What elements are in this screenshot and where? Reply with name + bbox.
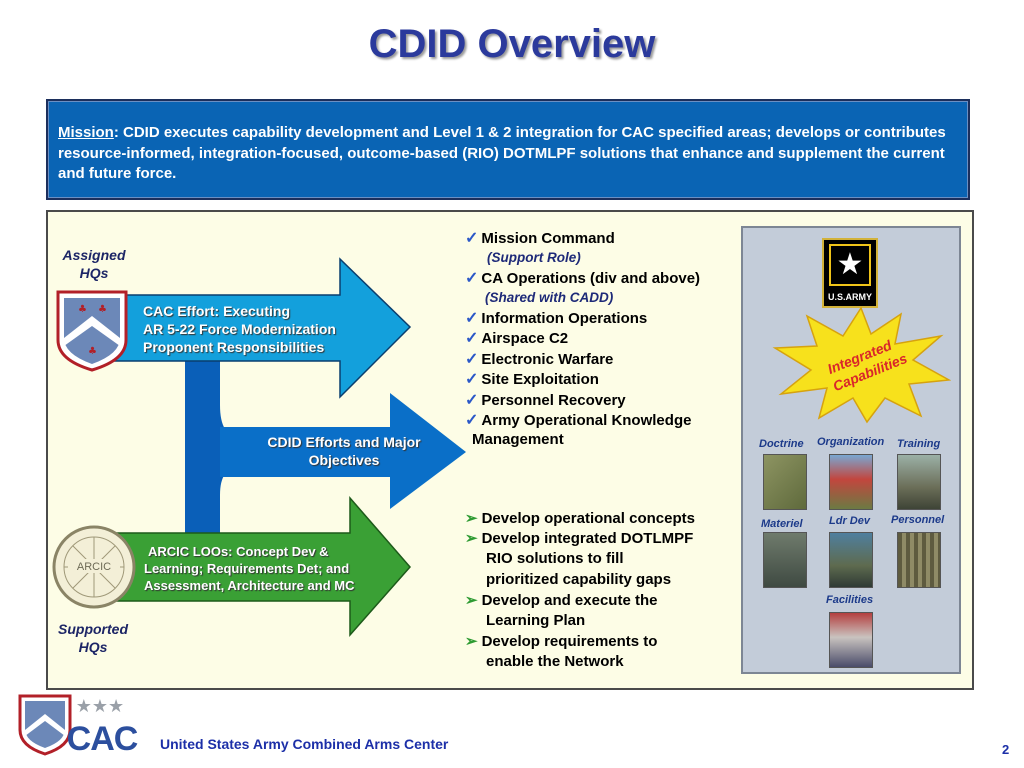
checkmark-icon: ✓ bbox=[465, 371, 479, 388]
three-stars-icon: ★★★ bbox=[76, 696, 124, 717]
list-item: ✓Personnel Recovery bbox=[465, 392, 626, 409]
list-item: ✓Information Operations bbox=[465, 310, 648, 327]
footer-organization: United States Army Combined Arms Center bbox=[160, 736, 449, 752]
us-army-logo: ★ U.S.ARMY bbox=[822, 238, 878, 308]
cac-footer-logo: ★★★ CAC bbox=[18, 694, 139, 758]
materiel-label: Materiel bbox=[761, 518, 803, 530]
integrated-capabilities-burst: Integrated Capabilities bbox=[772, 306, 951, 424]
cdid-efforts-text: CDID Efforts and Major Objectives bbox=[244, 433, 444, 469]
supported-label-line1: Supported bbox=[58, 621, 128, 637]
army-logo-text: U.S.ARMY bbox=[827, 292, 872, 302]
cac-line1: CAC Effort: Executing bbox=[143, 303, 290, 319]
personnel-label: Personnel bbox=[891, 514, 945, 526]
doctrine-image bbox=[763, 454, 807, 510]
list-item: ✓Airspace C2 bbox=[465, 330, 569, 347]
cac-effort-arrow bbox=[109, 257, 412, 399]
ldr-dev-label: Ldr Dev bbox=[829, 515, 870, 527]
mission-statement: Mission: CDID executes capability develo… bbox=[58, 123, 958, 185]
green-arrow-icon: ➢ bbox=[465, 530, 478, 547]
checkmark-icon: ✓ bbox=[465, 392, 479, 409]
facilities-label: Facilities bbox=[826, 594, 874, 606]
objectives-list: ➢Develop operational concepts ➢Develop i… bbox=[465, 509, 740, 674]
army-star-icon: ★ bbox=[829, 244, 871, 286]
cac-logo-text: CAC bbox=[67, 720, 138, 758]
facilities-image bbox=[829, 612, 873, 668]
training-label: Training bbox=[897, 438, 941, 450]
cac-line3: Proponent Responsibilities bbox=[143, 339, 325, 355]
green-arrow-icon: ➢ bbox=[465, 510, 478, 527]
list-continuation: prioritized capability gaps bbox=[486, 571, 672, 588]
list-continuation: Management bbox=[472, 431, 564, 448]
checkmark-icon: ✓ bbox=[465, 351, 479, 368]
personnel-image bbox=[897, 532, 941, 588]
cac-shield-icon: ♣ ♣ ♣ bbox=[56, 290, 128, 372]
list-continuation: RIO solutions to fill bbox=[486, 550, 624, 567]
assigned-label-line2: HQs bbox=[79, 265, 109, 281]
list-item: ➢Develop requirements to bbox=[465, 633, 658, 650]
checkmark-icon: ✓ bbox=[465, 310, 479, 327]
svg-text:♣: ♣ bbox=[88, 346, 97, 357]
arcic-loos-arrow bbox=[109, 495, 411, 637]
arcic-line2: Learning; Requirements Det; and bbox=[144, 561, 350, 576]
mission-text: : CDID executes capability development a… bbox=[58, 124, 946, 182]
svg-text:♣: ♣ bbox=[78, 304, 87, 315]
checkmark-icon: ✓ bbox=[465, 230, 479, 247]
arcic-seal-icon: ARCIC bbox=[52, 525, 136, 609]
list-subnote: (Support Role) bbox=[487, 250, 581, 265]
list-item: ➢Develop integrated DOTLMPF bbox=[465, 530, 694, 547]
mission-label: Mission bbox=[58, 124, 114, 141]
organization-label: Organization bbox=[817, 436, 885, 448]
list-continuation: enable the Network bbox=[486, 653, 624, 670]
green-arrow-icon: ➢ bbox=[465, 633, 478, 650]
assigned-label-line1: Assigned bbox=[62, 247, 126, 263]
materiel-image bbox=[763, 532, 807, 588]
slide-title: CDID Overview bbox=[368, 22, 656, 66]
list-continuation: Learning Plan bbox=[486, 612, 586, 629]
page-number: 2 bbox=[1002, 742, 1010, 757]
list-item: ➢Develop operational concepts bbox=[465, 510, 695, 527]
capabilities-panel: ★ U.S.ARMY Integrated Capabilities Doctr… bbox=[741, 226, 961, 674]
cdid-efforts-arrow bbox=[220, 393, 466, 509]
list-item: ✓Mission Command bbox=[465, 230, 615, 247]
efforts-diagram bbox=[109, 257, 466, 637]
ldr-dev-image bbox=[829, 532, 873, 588]
arcic-seal-text: ARCIC bbox=[77, 561, 111, 573]
doctrine-label: Doctrine bbox=[759, 438, 804, 450]
focus-areas-list: ✓Mission Command (Support Role) ✓CA Oper… bbox=[465, 228, 740, 458]
arcic-line3: Assessment, Architecture and MC bbox=[144, 578, 355, 593]
green-arrow-icon: ➢ bbox=[465, 592, 478, 609]
supported-hqs-label: Supported HQs bbox=[52, 620, 134, 656]
cdid-line1: CDID Efforts and Major bbox=[267, 434, 421, 450]
checkmark-icon: ✓ bbox=[465, 330, 479, 347]
mission-box: Mission: CDID executes capability develo… bbox=[46, 99, 970, 200]
list-item: ✓Site Exploitation bbox=[465, 371, 599, 388]
arcic-line1: ARCIC LOOs: Concept Dev & bbox=[148, 544, 329, 559]
arcic-loos-text: ARCIC LOOs: Concept Dev & Learning; Requ… bbox=[144, 543, 354, 594]
cac-line2: AR 5-22 Force Modernization bbox=[143, 321, 336, 337]
svg-text:♣: ♣ bbox=[98, 304, 107, 315]
cac-effort-text: CAC Effort: Executing AR 5-22 Force Mode… bbox=[143, 302, 336, 356]
organization-image bbox=[829, 454, 873, 510]
training-image bbox=[897, 454, 941, 510]
list-item: ✓CA Operations (div and above) bbox=[465, 270, 701, 287]
cdid-line2: Objectives bbox=[308, 452, 380, 468]
list-item: ✓Electronic Warfare bbox=[465, 351, 614, 368]
list-item: ➢Develop and execute the bbox=[465, 592, 658, 609]
assigned-hqs-label: Assigned HQs bbox=[54, 246, 134, 282]
list-item: ✓Army Operational Knowledge bbox=[465, 412, 692, 429]
checkmark-icon: ✓ bbox=[465, 412, 479, 429]
list-subnote: (Shared with CADD) bbox=[485, 290, 614, 305]
supported-label-line2: HQs bbox=[78, 639, 108, 655]
checkmark-icon: ✓ bbox=[465, 270, 479, 287]
